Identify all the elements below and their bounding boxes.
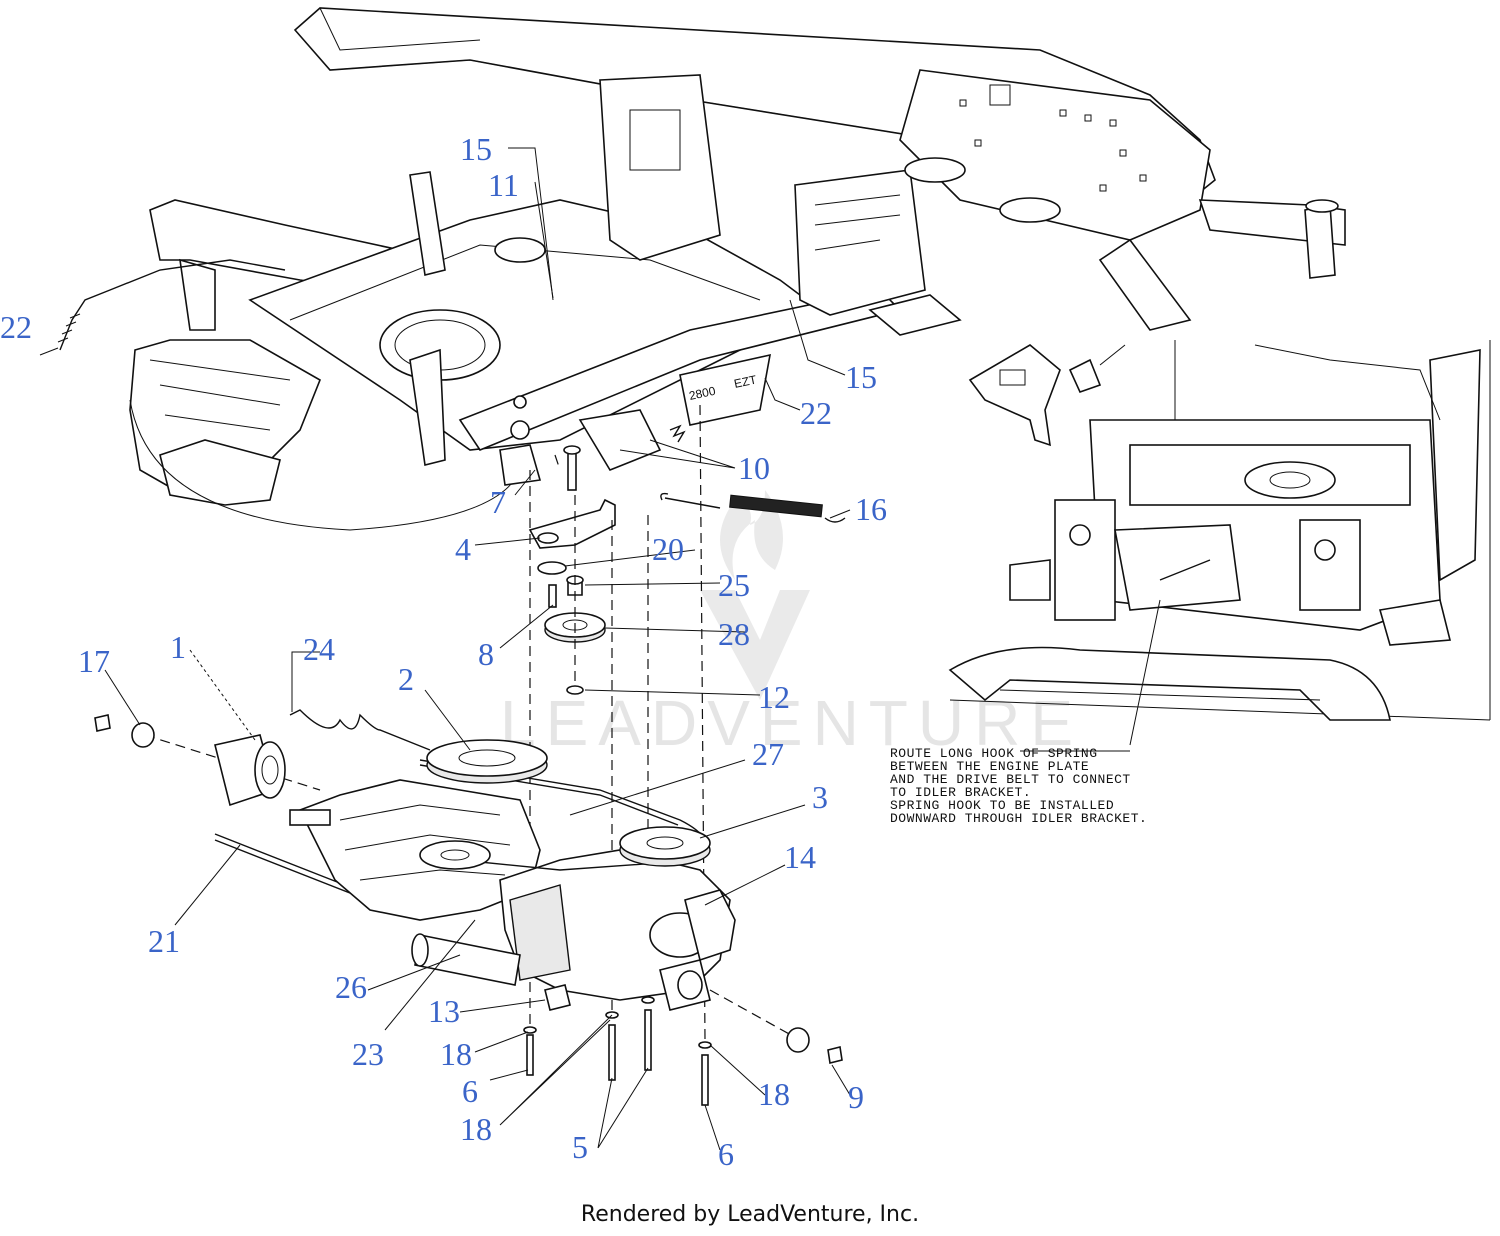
callout-18-right: 18 (758, 1076, 790, 1112)
callout-25: 25 (718, 567, 750, 603)
callout-20: 20 (652, 531, 684, 567)
callout-3: 3 (812, 779, 828, 815)
watermark-text: LEADVENTURE (500, 687, 1083, 759)
note-line-1: ROUTE LONG HOOK OF SPRING (890, 746, 1098, 761)
callout-18-left: 18 (440, 1036, 472, 1072)
callout-18-middle: 18 (460, 1111, 492, 1147)
callout-4: 4 (455, 531, 471, 567)
callout-15-lower: 15 (845, 359, 877, 395)
callout-6-left: 6 (462, 1073, 478, 1109)
mower-frame: 2800 EZT (57, 7, 1346, 531)
callout-24: 24 (303, 631, 335, 667)
callout-17: 17 (78, 643, 110, 679)
callout-21: 21 (148, 923, 180, 959)
callout-15-upper: 15 (460, 131, 492, 167)
note-line-2: BETWEEN THE ENGINE PLATE (890, 759, 1089, 774)
callout-13: 13 (428, 993, 460, 1029)
callout-12: 12 (758, 679, 790, 715)
callout-6-right: 6 (718, 1136, 734, 1172)
watermark: LEADVENTURE (500, 490, 1083, 759)
callout-22-right: 22 (800, 395, 832, 431)
decal-brand: EZT (733, 372, 759, 391)
callout-2: 2 (398, 661, 414, 697)
callout-11: 11 (488, 167, 519, 203)
inset-view (948, 340, 1491, 746)
callout-26: 26 (335, 969, 367, 1005)
callout-27: 27 (752, 736, 784, 772)
callout-labels: 15 11 22 15 22 10 7 16 4 20 25 28 8 12 1… (0, 131, 887, 1172)
callout-1: 1 (170, 629, 186, 665)
callout-14: 14 (784, 839, 816, 875)
callout-10: 10 (738, 450, 770, 486)
footer-credit: Rendered by LeadVenture, Inc. (580, 1202, 920, 1227)
callout-9: 9 (848, 1079, 864, 1115)
note-line-5: SPRING HOOK TO BE INSTALLED (890, 798, 1114, 813)
callout-22-left: 22 (0, 309, 32, 345)
idler-assembly (528, 424, 846, 695)
decal-model: 2800 (688, 384, 717, 403)
callout-23: 23 (352, 1036, 384, 1072)
note-line-6: DOWNWARD THROUGH IDLER BRACKET. (890, 811, 1147, 826)
callout-8: 8 (478, 636, 494, 672)
leader-lines (39, 147, 851, 1151)
note-line-3: AND THE DRIVE BELT TO CONNECT (890, 772, 1131, 787)
callout-7: 7 (490, 484, 506, 520)
transaxle-assembly (94, 709, 843, 1106)
inset-note: ROUTE LONG HOOK OF SPRING BETWEEN THE EN… (890, 746, 1147, 826)
callout-16: 16 (855, 491, 887, 527)
callout-5: 5 (572, 1129, 588, 1165)
note-line-4: TO IDLER BRACKET. (890, 785, 1031, 800)
callout-28: 28 (718, 616, 750, 652)
